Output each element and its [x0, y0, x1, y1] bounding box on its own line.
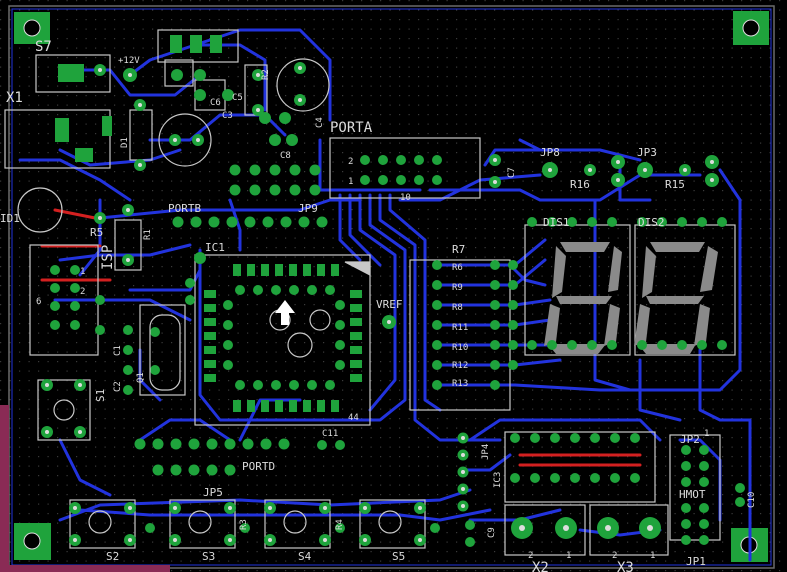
label-porta-2: 2: [348, 157, 353, 167]
label-jp9: JP9: [298, 202, 318, 215]
label-s2: S2: [106, 550, 119, 563]
label-ic1-pin44: 44: [348, 413, 359, 423]
label-s4: S4: [298, 550, 312, 563]
label-x3: X3: [617, 560, 634, 572]
label-c1: C1: [113, 345, 123, 356]
label-x3-1: 1: [650, 551, 655, 561]
label-s3: S3: [202, 550, 215, 563]
label-r16: R16: [570, 178, 590, 191]
label-r12: R12: [452, 361, 468, 371]
label-isp-6: 6: [36, 297, 41, 307]
label-r11: R11: [452, 323, 468, 333]
label-porta: PORTA: [330, 120, 373, 136]
label-c7: C7: [507, 167, 517, 178]
label-c11: C11: [322, 429, 338, 439]
label-porta-10: 10: [400, 193, 411, 203]
label-c4: C4: [315, 117, 325, 128]
component-pads: [41, 35, 745, 547]
label-dis1: DIS1: [543, 216, 570, 229]
label-r2: R2: [261, 69, 271, 80]
label-s1: S1: [94, 389, 107, 402]
label-jp1: JP1: [686, 555, 706, 568]
label-c8: C8: [280, 151, 291, 161]
label-r8: R8: [452, 303, 463, 313]
bottom-traces: [18, 28, 752, 562]
label-jp2-1: 1: [704, 429, 709, 439]
label-jp3: JP3: [637, 146, 657, 159]
label-x2: X2: [532, 560, 549, 572]
label-s5: S5: [392, 550, 405, 563]
label-id1: ID1: [0, 212, 20, 225]
label-r9: R9: [452, 283, 463, 293]
label-r1: R1: [143, 229, 153, 240]
board-outline: [8, 5, 775, 569]
label-x3-2: 2: [612, 551, 617, 561]
label-porta-1: 1: [348, 177, 353, 187]
label-x2-2: 2: [528, 551, 533, 561]
label-isp-1: 1: [80, 267, 85, 277]
label-r15: R15: [665, 178, 685, 191]
label-c10: C10: [747, 492, 757, 508]
label-jp8: JP8: [540, 146, 560, 159]
label-v12: +12V: [118, 56, 140, 66]
label-jp5: JP5: [203, 486, 223, 499]
label-r6: R6: [452, 263, 463, 273]
label-jp4: JP4: [481, 444, 491, 460]
label-r13: R13: [452, 379, 468, 389]
label-c3: C3: [222, 111, 233, 121]
label-c5: C5: [232, 93, 243, 103]
label-r5: R5: [90, 226, 103, 239]
label-s7: S7: [35, 39, 52, 55]
mounting-hole-drills: [23, 19, 760, 554]
label-portd: PORTD: [242, 460, 275, 473]
drill-holes: [45, 66, 714, 542]
label-jp2: JP2: [680, 433, 700, 446]
label-vref: VREF: [376, 298, 403, 311]
component-labels: S7 +12V X1 R2 C4 C5 C3 D1 C6 C8 PORTA 2 …: [0, 39, 757, 572]
label-r4: R4: [335, 519, 345, 530]
label-dis2: DIS2: [638, 216, 665, 229]
label-x1: X1: [6, 90, 23, 106]
label-d1: D1: [120, 137, 130, 148]
label-isp: ISP: [100, 245, 116, 270]
dimension-marker-bottom: [0, 565, 170, 572]
dimension-marker: [0, 405, 9, 572]
label-hmot: HMOT: [679, 488, 706, 501]
component-bodies: [53, 261, 402, 534]
label-ic3: IC3: [493, 472, 503, 488]
seven-segment-displays: [544, 242, 718, 354]
label-r7: R7: [452, 243, 465, 256]
label-isp-2: 2: [80, 287, 85, 297]
ic1-pin1-arrow-icon: [275, 300, 295, 325]
label-x2-1: 1: [566, 551, 571, 561]
label-r3: R3: [239, 519, 249, 530]
label-portb: PORTB: [168, 202, 201, 215]
label-c2: C2: [113, 381, 123, 392]
label-c9: C9: [487, 527, 497, 538]
label-ic1: IC1: [205, 241, 225, 254]
label-c6: C6: [210, 98, 221, 108]
label-r10: R10: [452, 343, 468, 353]
label-q1: Q1: [136, 372, 146, 383]
